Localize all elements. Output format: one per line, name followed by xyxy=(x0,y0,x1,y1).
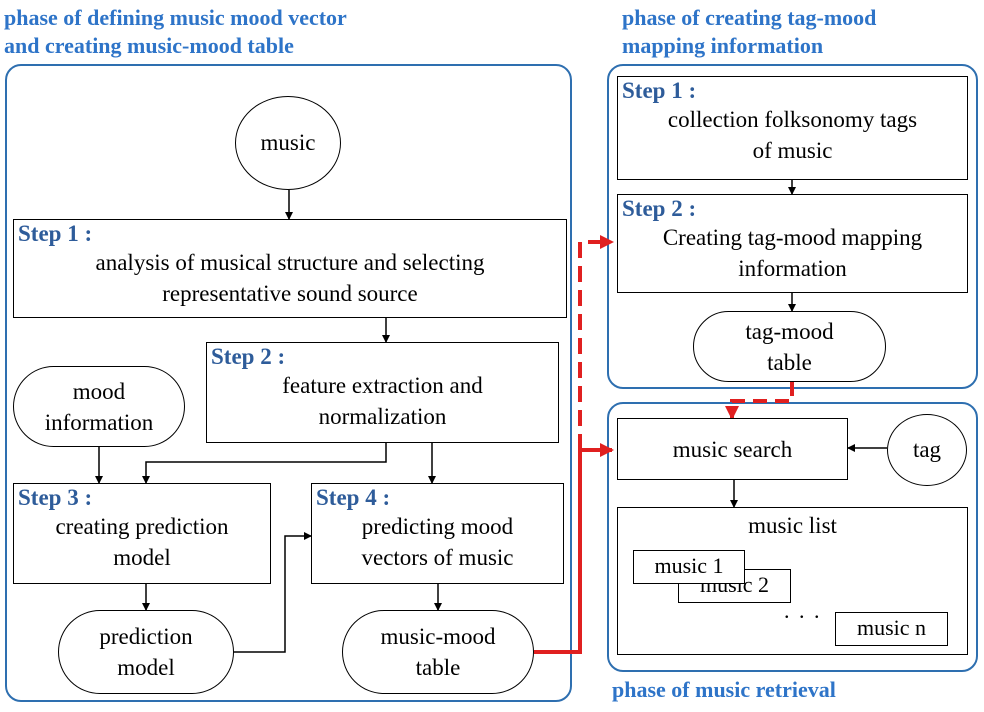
tag-mood-table-line2: table xyxy=(767,349,812,375)
music-mood-table-line1: music-mood xyxy=(380,624,496,649)
step2-line1: feature extraction and xyxy=(282,373,483,398)
step1-line1: analysis of musical structure and select… xyxy=(95,250,485,275)
rt-step1-label: Step 1 : xyxy=(622,78,697,103)
tag-mood-table-node: tag-mood table xyxy=(693,311,886,382)
step2-box: Step 2 : feature extraction and normaliz… xyxy=(206,342,559,443)
step3-box: Step 3 : creating prediction model xyxy=(13,483,271,584)
mood-information-line1: mood xyxy=(72,378,126,404)
music-list-item-n: music n xyxy=(835,612,948,646)
step4-line1: predicting mood xyxy=(361,514,514,539)
music-list-item-1: music 1 xyxy=(633,550,745,584)
step4-line2: vectors of music xyxy=(361,545,514,570)
rt-step2-label: Step 2 : xyxy=(622,196,697,221)
phase-title-tag-mood-line1: phase of creating tag-mood xyxy=(622,5,877,30)
step2-line2: normalization xyxy=(318,404,447,429)
rt-step1-box: Step 1 : collection folksonomy tags of m… xyxy=(617,76,968,180)
music-search-label: music search xyxy=(672,436,793,462)
prediction-model-node: prediction model xyxy=(58,610,234,694)
step3-label: Step 3 : xyxy=(18,485,93,510)
step3-line2: model xyxy=(113,545,171,570)
phase-title-retrieval: phase of music retrieval xyxy=(612,677,836,702)
tag-node-label: tag xyxy=(912,437,942,462)
tag-mood-table-line1: tag-mood xyxy=(745,318,834,344)
step1-box: Step 1 : analysis of musical structure a… xyxy=(13,219,567,318)
rt-step1-line2: of music xyxy=(752,138,833,163)
rt-step2-line1: Creating tag-mood mapping xyxy=(662,225,923,250)
step3-line1: creating prediction xyxy=(55,514,229,539)
phase-title-mood-vector: phase of defining music mood vector and … xyxy=(4,4,347,60)
panel-retrieval xyxy=(607,402,978,672)
phase-title-mood-vector-line1: phase of defining music mood vector xyxy=(4,5,347,30)
prediction-model-line1: prediction xyxy=(99,624,193,649)
phase-title-mood-vector-line2: and creating music-mood table xyxy=(4,33,294,58)
music-mood-table-line2: table xyxy=(415,655,461,680)
arrow-step2-to-step3 xyxy=(142,443,387,484)
music-list-title: music list xyxy=(748,513,837,538)
step1-line2: representative sound source xyxy=(162,281,418,306)
music-node-label: music xyxy=(260,130,316,155)
arrow-prediction-model-to-step4 xyxy=(234,532,312,653)
step4-box: Step 4 : predicting mood vectors of musi… xyxy=(311,483,564,584)
mood-information-line2: information xyxy=(44,409,154,435)
step4-label: Step 4 : xyxy=(316,485,391,510)
rt-step1-line1: collection folksonomy tags xyxy=(667,107,918,132)
tag-node: tag xyxy=(887,414,967,486)
music-node: music xyxy=(235,96,341,190)
music-mood-table-node: music-mood table xyxy=(342,610,534,694)
rt-step2-box: Step 2 : Creating tag-mood mapping infor… xyxy=(617,194,968,293)
red-dashed-link-tag-mood-to-search xyxy=(725,382,794,420)
red-dashed-link-to-tag-mood xyxy=(578,235,614,450)
phase-title-tag-mood-line2: mapping information xyxy=(622,33,824,58)
step2-label: Step 2 : xyxy=(211,344,286,369)
panel-mood-vector xyxy=(5,64,572,702)
prediction-model-line2: model xyxy=(117,655,175,680)
mood-information-node: mood information xyxy=(13,366,185,447)
rt-step2-line2: information xyxy=(738,256,847,281)
step1-label: Step 1 : xyxy=(18,221,93,246)
red-link-music-mood-table xyxy=(534,450,582,654)
phase-title-tag-mood: phase of creating tag-mood mapping infor… xyxy=(622,4,876,60)
music-list-ellipsis: . . . xyxy=(784,598,822,623)
music-search-box: music search xyxy=(617,418,848,480)
